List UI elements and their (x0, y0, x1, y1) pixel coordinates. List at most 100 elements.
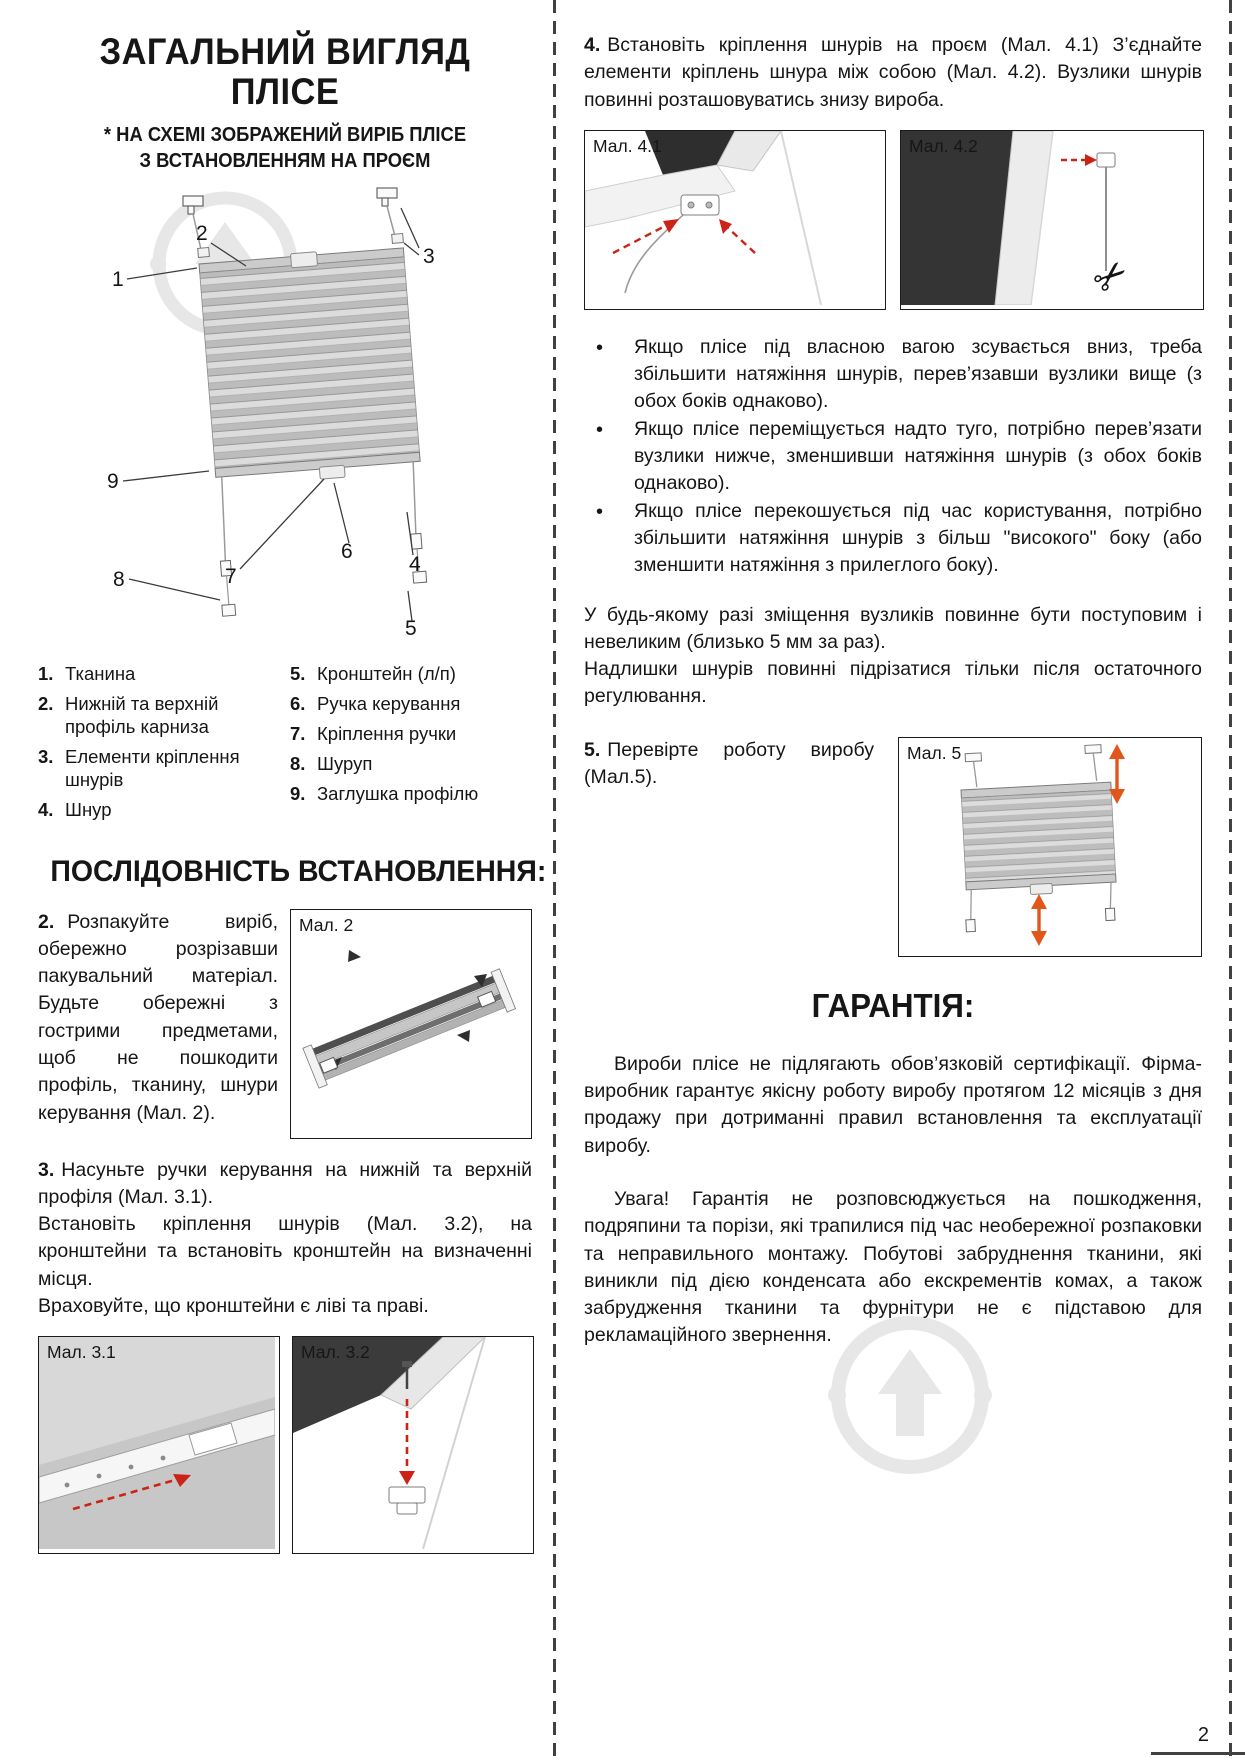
step-2-paragraph: 2.Розпакуйте виріб, обережно розрізавши … (38, 909, 278, 1127)
figure-4-2-image: ✂ (901, 130, 1199, 306)
callout-8: 8 (113, 568, 125, 591)
page-edge-line (1229, 0, 1232, 1760)
footer-mark (1151, 1752, 1245, 1755)
step-4-number: 4. (584, 34, 601, 56)
step-2-text: Розпакуйте виріб, обережно розрізавши па… (38, 910, 278, 1124)
legend-label: Тканина (65, 662, 136, 684)
cord-clips-top (197, 232, 404, 258)
figure-3-1: Мал. 3.1 (38, 1336, 280, 1555)
legend-item: 5. Кронштейн (л/п) (290, 663, 532, 686)
figure-3-2: Мал. 3.2 (292, 1336, 534, 1555)
legend-item: 8. Шуруп (290, 753, 532, 776)
bullet-item: Якщо плісе перекошується під час користу… (584, 498, 1202, 580)
callout-9: 9 (107, 470, 119, 493)
title-line-2: ПЛІСЕ (230, 70, 340, 112)
step-5-section: 5.Перевірте роботу виробу (Мал.5). Мал. … (584, 736, 1202, 957)
cord-bracket (388, 1486, 426, 1515)
legend-label: Кріплення ручки (317, 722, 457, 744)
legend-item: 4.Шнур (38, 799, 290, 822)
callout-3: 3 (423, 245, 435, 268)
legend-item: 1. Тканина (38, 663, 290, 686)
figures-3-row: Мал. 3.1 Мал. 3.2 (38, 1336, 534, 1555)
step-3-section: 3.Насуньте ручки керування на нижній та … (38, 1157, 532, 1321)
legend: 1. Тканина 2. Нижній та верхній профіль ка… (38, 663, 532, 829)
figures-4-row: Мал. 4.1 (584, 129, 1204, 310)
callout-4: 4 (409, 553, 421, 576)
page-title: ЗАГАЛЬНИЙ ВИГЛЯД ПЛІСЕ (55, 32, 514, 112)
legend-number: 6. (290, 692, 306, 714)
legend-label: Ручка керування (317, 692, 461, 714)
figure-3-2-image (293, 1337, 529, 1550)
figure-3-2-label: Мал. 3.2 (301, 1342, 370, 1363)
adjust-paragraph-1: У будь-якому разі зміщення вузликів пови… (584, 603, 1202, 653)
legend-number: 4. (38, 798, 54, 820)
legend-item: 6. Ручка керування (290, 693, 532, 716)
step-5-text: Перевірте роботу виробу (Мал.5). (584, 738, 874, 789)
step-4-paragraph: 4.Встановіть кріплення шнурів на проєм (… (584, 32, 1202, 114)
figure-2-image (302, 949, 517, 1089)
figure-4-1-label: Мал. 4.1 (593, 135, 662, 156)
step-5-paragraph: 5.Перевірте роботу виробу (Мал.5). (584, 737, 874, 792)
step-2-section: 2.Розпакуйте виріб, обережно розрізавши … (38, 908, 532, 1139)
red-arrow (1061, 153, 1097, 166)
figure-3-1-image (39, 1337, 276, 1550)
blind-diagram: 1 2 3 4 5 6 7 8 9 (57, 182, 513, 657)
step-4-text: Встановіть кріплення шнурів на проєм (Ма… (584, 34, 1202, 111)
diagram-callouts: 1 2 3 4 5 6 7 8 9 (107, 222, 435, 640)
figure-5: Мал. 5 (898, 736, 1202, 957)
watermark-logo (828, 1316, 992, 1474)
figure-4-2: Мал. 4.2 ✂ (900, 129, 1204, 310)
page-number: 2 (1197, 1724, 1209, 1746)
bullet-item: Якщо плісе переміщується надто туго, пот… (584, 416, 1202, 498)
figure-3-1-label: Мал. 3.1 (47, 1342, 116, 1363)
subtitle-line-1: * НА СХЕМІ ЗОБРАЖЕНИЙ ВИРІБ ПЛІСЕ (103, 123, 467, 146)
figure-4-1: Мал. 4.1 (584, 129, 886, 310)
step-3-paragraph-2: Встановіть кріплення шнурів (Мал. 3.2), … (38, 1213, 532, 1290)
adjust-paragraph-2: Надлишки шнурів повинні підрізатися тіль… (584, 658, 1202, 708)
up-down-arrow-icon (1109, 743, 1125, 804)
cord-clip (1096, 152, 1116, 168)
warranty-paragraph-1: Вироби плісе не підлягають обов’язковій … (584, 1052, 1202, 1157)
packed-blind (302, 967, 517, 1089)
callout-6: 6 (341, 540, 353, 563)
adjustment-bullet-list: Якщо плісе під власною вагою зсувається … (584, 334, 1202, 580)
bullet-item: Якщо плісе під власною вагою зсувається … (584, 334, 1202, 416)
callout-2: 2 (196, 222, 208, 245)
legend-label: Кронштейн (л/п) (317, 662, 456, 684)
clip-pieces (318, 990, 497, 1074)
callout-lines (122, 207, 420, 621)
legend-number: 3. (38, 745, 54, 767)
legend-column-1: 1. Тканина 2. Нижній та верхній профіль ка… (38, 663, 290, 829)
legend-item: 2. Нижній та верхній профіль карниза (38, 693, 290, 739)
figure-2-label: Мал. 2 (299, 914, 354, 935)
step-3-paragraph-1: 3.Насуньте ручки керування на нижній та … (38, 1157, 532, 1212)
callout-1: 1 (112, 268, 124, 291)
up-down-arrow-icon (1031, 893, 1047, 946)
step-3-text-1: Насуньте ручки керування на нижній та ве… (38, 1158, 532, 1208)
step-5-number: 5. (584, 738, 601, 761)
legend-number: 5. (290, 662, 306, 684)
figure-2: Мал. 2 (290, 908, 532, 1139)
warranty-heading: ГАРАНТІЯ: (811, 986, 975, 1024)
blind-diagram-image: 1 2 3 4 5 6 7 8 9 (107, 187, 435, 640)
figure-5-image (960, 743, 1125, 946)
callout-7: 7 (225, 565, 237, 588)
legend-number: 1. (38, 662, 54, 684)
blind-body (198, 247, 428, 617)
adjustment-note: У будь-якому разі зміщення вузликів пови… (584, 602, 1202, 711)
callout-5: 5 (405, 617, 417, 640)
warranty-paragraph-2: Увага! Гарантія не розповсюджується на п… (584, 1187, 1202, 1347)
legend-item: 7.Кріплення ручки (290, 723, 532, 746)
red-arrow (72, 1474, 191, 1511)
right-column: 4.Встановіть кріплення шнурів на проєм (… (584, 32, 1204, 1350)
legend-column-2: 5. Кронштейн (л/п) 6. Ручка керування 7.Кр… (290, 663, 532, 829)
legend-label: Шуруп (317, 752, 373, 774)
screw-arrow (399, 1361, 415, 1486)
legend-number: 2. (38, 692, 54, 714)
legend-label: Нижній та верхній профіль карниза (65, 692, 219, 737)
legend-number: 8. (290, 752, 306, 774)
install-arrows (612, 218, 756, 254)
page-subtitle: * НА СХЕМІ ЗОБРАЖЕНИЙ ВИРІБ ПЛІСЕ З ВСТА… (58, 122, 512, 174)
step-3-paragraph-3: Враховуйте, що кронштейни є ліві та прав… (38, 1295, 429, 1318)
